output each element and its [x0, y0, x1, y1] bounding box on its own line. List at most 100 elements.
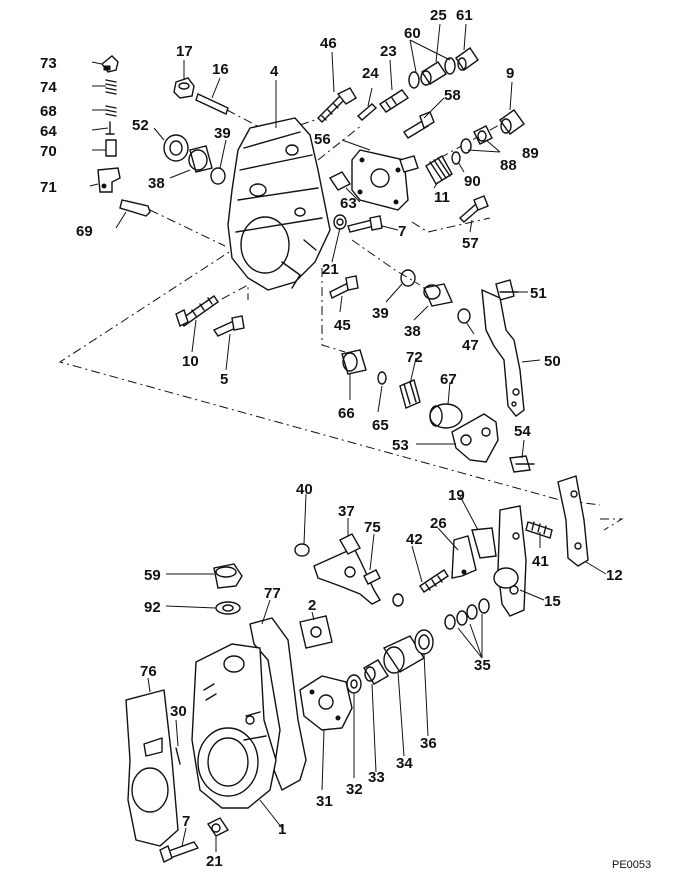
plate-53: [451, 413, 499, 463]
bolt-54: [509, 455, 535, 473]
nut-17: [173, 77, 195, 99]
label-74: 74: [40, 79, 57, 96]
washer-21-upper: [333, 214, 347, 230]
assembly-line-10: [204, 284, 249, 309]
label-21-lower: 21: [206, 853, 223, 870]
lower-housing-1: [191, 643, 277, 809]
label-15: 15: [544, 593, 561, 610]
bolt-57: [458, 195, 489, 223]
cap-9: [499, 109, 525, 135]
label-69: 69: [76, 223, 93, 240]
label-31: 31: [316, 793, 333, 810]
label-38: 38: [148, 175, 165, 192]
spring-11: [425, 155, 453, 185]
plug-38-upper: [188, 145, 213, 173]
washers-35: [444, 598, 490, 630]
pin-30: [175, 747, 181, 765]
label-10: 10: [182, 353, 199, 370]
label-64: 64: [40, 123, 57, 140]
label-16: 16: [212, 61, 229, 78]
label-73: 73: [40, 55, 57, 72]
washer-60-a: [408, 71, 420, 89]
label-35: 35: [474, 657, 491, 674]
o-ring-90: [451, 151, 461, 165]
e-ring-399: [392, 593, 404, 607]
sleeve-23: [378, 89, 410, 113]
bolt-5: [212, 315, 245, 337]
bolt-45: [329, 275, 359, 299]
cap-nut-61: [455, 47, 479, 71]
label-37: 37: [338, 503, 355, 520]
bolt-7-lower: [159, 841, 200, 863]
label-54: 54: [514, 423, 531, 440]
label-17: 17: [176, 43, 193, 60]
lever-26: [451, 535, 477, 579]
label-92: 92: [144, 599, 161, 616]
label-51: 51: [530, 285, 547, 302]
label-5: 5: [220, 371, 228, 388]
pin-75: [363, 569, 381, 585]
assembly-line-69: [149, 209, 226, 247]
nut-25: [420, 61, 447, 86]
label-70: 70: [40, 143, 57, 160]
gasket-77: [249, 617, 307, 791]
bushing-52: [163, 134, 189, 162]
label-12: 12: [606, 567, 623, 584]
assembly-line-66: [321, 268, 346, 353]
nut-88: [473, 125, 493, 145]
pin-64: [105, 121, 115, 135]
control-lever-37: [313, 533, 381, 605]
label-58: 58: [444, 87, 461, 104]
governor-housing-4: [227, 117, 331, 291]
label-39-lower: 39: [372, 305, 389, 322]
bolt-7-upper: [347, 215, 383, 233]
label-75: 75: [364, 519, 381, 536]
label-72: 72: [406, 349, 423, 366]
label-36: 36: [420, 735, 437, 752]
lever-12: [557, 475, 589, 567]
label-89: 89: [522, 145, 539, 162]
flyweight-holder-31: [299, 675, 353, 731]
label-59: 59: [144, 567, 161, 584]
label-33: 33: [368, 769, 385, 786]
label-57: 57: [462, 235, 479, 252]
label-7-lower: 7: [182, 813, 190, 830]
pin-16: [195, 93, 229, 115]
assembly-line-9: [439, 119, 509, 159]
label-41: 41: [532, 553, 549, 570]
assembly-line-right: [600, 518, 624, 531]
spring-74: [105, 79, 117, 95]
label-30: 30: [170, 703, 187, 720]
washer-89: [460, 138, 472, 154]
shaft-69: [119, 199, 151, 217]
plug-66: [341, 349, 367, 375]
plate-2: [299, 615, 333, 649]
spring-68: [105, 105, 117, 117]
bolt-10: [175, 295, 219, 327]
spring-72: [399, 379, 421, 409]
label-46: 46: [320, 35, 337, 52]
assembly-line-16: [226, 109, 266, 131]
spring-42: [419, 569, 449, 593]
label-60: 60: [404, 25, 421, 42]
assembly-line-38: [351, 239, 421, 286]
collar-67: [429, 403, 463, 429]
clip-73: [101, 55, 119, 73]
label-7-upper: 7: [398, 223, 406, 240]
label-24: 24: [362, 65, 379, 82]
o-ring-39-lower: [400, 269, 416, 287]
nut-21-lower: [206, 817, 230, 837]
label-65: 65: [372, 417, 389, 434]
label-38-lower: 38: [404, 323, 421, 340]
label-71: 71: [40, 179, 57, 196]
sleeve-33: [363, 659, 389, 685]
assembly-line-56: [317, 124, 363, 161]
assembly-line-11: [411, 217, 491, 233]
drawing-reference: PE0053: [612, 859, 651, 871]
screw-24: [356, 103, 378, 121]
label-47: 47: [462, 337, 479, 354]
gasket-76: [125, 689, 179, 847]
collar-70: [105, 139, 117, 157]
cover-plate-56: [351, 149, 419, 211]
